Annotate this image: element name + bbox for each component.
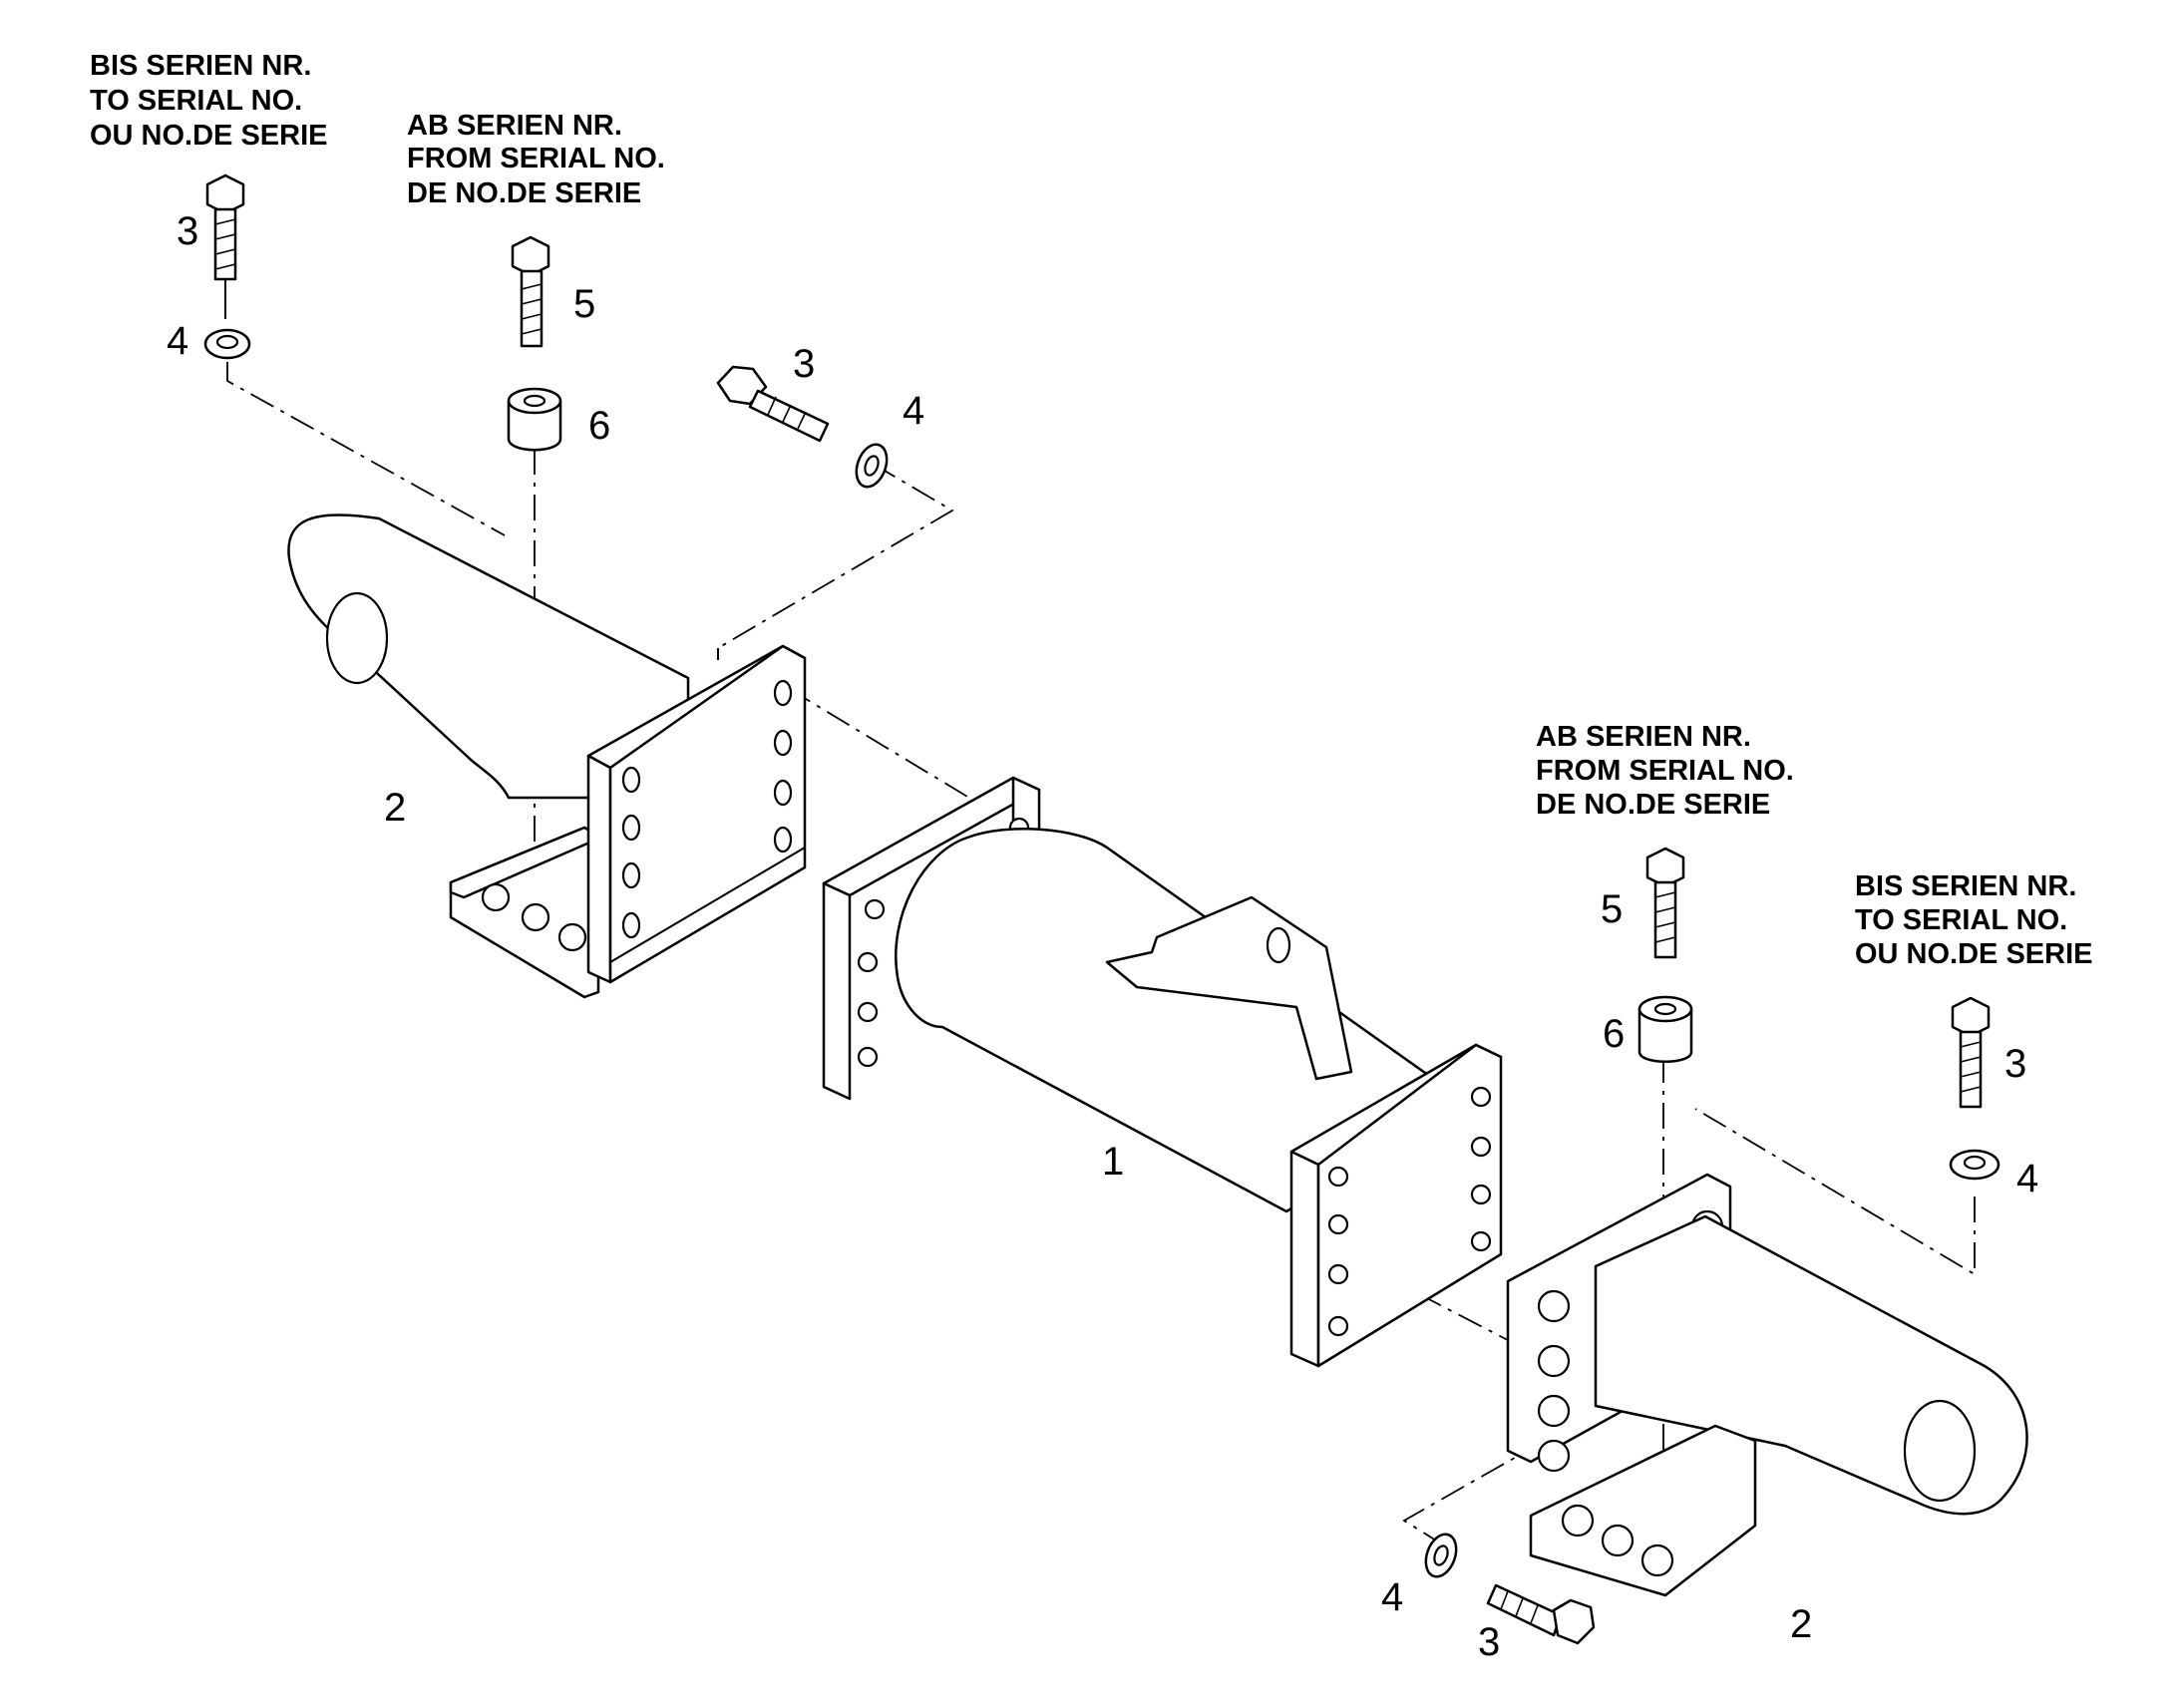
washer-bottom [1424, 1533, 1458, 1578]
callout-washer: 4 [903, 389, 924, 433]
note-line: BIS SERIEN NR. [90, 50, 311, 82]
callout-numbers: 3 4 5 6 3 4 2 1 5 6 3 4 4 3 2 [167, 209, 2038, 1664]
note-to-serial-right: BIS SERIEN NR. TO SERIAL NO. OU NO.DE SE… [1855, 870, 2093, 970]
callout-spacer: 6 [1603, 1012, 1625, 1056]
note-line: FROM SERIAL NO. [407, 143, 665, 174]
note-line: OU NO.DE SERIE [90, 120, 328, 152]
note-line: DE NO.DE SERIE [1536, 789, 1770, 821]
callout-axle: 1 [1102, 1140, 1124, 1184]
bolt-middle [716, 365, 830, 443]
bolt-top-left [205, 173, 245, 319]
note-line: BIS SERIEN NR. [1855, 870, 2076, 902]
callout-bracket: 2 [384, 786, 406, 830]
bolt-right [1951, 996, 1991, 1109]
note-line: TO SERIAL NO. [1855, 904, 2067, 936]
callout-bolt: 5 [573, 282, 595, 326]
note-line: TO SERIAL NO. [90, 85, 302, 117]
callout-bracket: 2 [1790, 1602, 1812, 1646]
note-line: AB SERIEN NR. [1536, 721, 1751, 753]
bolt-top-mid [511, 235, 550, 348]
callout-bolt: 3 [793, 342, 815, 386]
note-line: FROM SERIAL NO. [1536, 755, 1794, 787]
note-line: AB SERIEN NR. [407, 110, 622, 142]
axle-tube [822, 776, 1503, 1368]
callout-bolt: 3 [2004, 1042, 2026, 1086]
note-line: OU NO.DE SERIE [1855, 938, 2093, 970]
callout-bolt: 5 [1601, 887, 1623, 931]
right-bracket [1506, 1173, 2028, 1597]
bolt-bottom [1486, 1583, 1596, 1645]
note-from-serial-right: AB SERIEN NR. FROM SERIAL NO. DE NO.DE S… [1536, 721, 1794, 821]
washer-right [1949, 1149, 2000, 1181]
callout-bolt: 3 [1478, 1620, 1500, 1664]
callout-washer: 4 [167, 319, 188, 363]
callout-washer: 4 [2016, 1157, 2038, 1200]
spacer-top-mid [507, 387, 562, 452]
callout-bolt: 3 [177, 209, 198, 253]
callout-spacer: 6 [588, 404, 610, 448]
spacer-right-mid [1637, 995, 1693, 1063]
washer-middle [855, 443, 889, 489]
washer-top-left [203, 328, 251, 360]
left-bracket [287, 513, 807, 999]
note-from-serial-top: AB SERIEN NR. FROM SERIAL NO. DE NO.DE S… [407, 110, 665, 209]
callout-washer: 4 [1381, 1575, 1403, 1619]
note-to-serial-top-left: BIS SERIEN NR. TO SERIAL NO. OU NO.DE SE… [90, 50, 328, 152]
note-line: DE NO.DE SERIE [407, 177, 641, 209]
bolt-right-mid [1645, 847, 1685, 959]
